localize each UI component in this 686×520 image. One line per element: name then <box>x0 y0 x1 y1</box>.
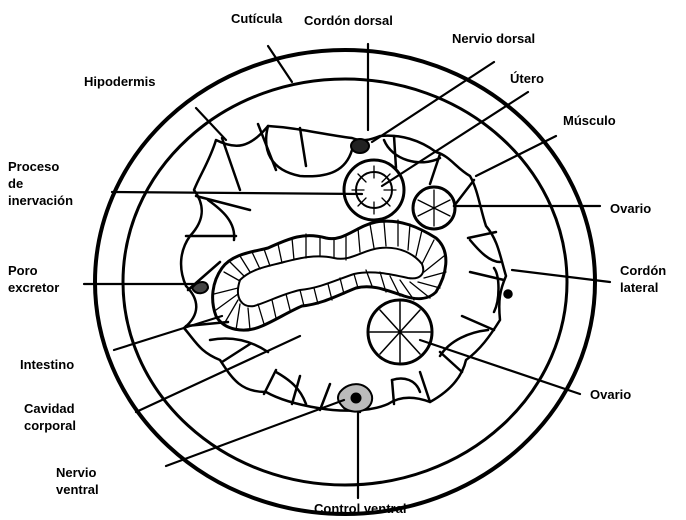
label-nervio-ventral-line-2: ventral <box>56 481 99 498</box>
dorsal-nerve <box>351 139 369 153</box>
label-cordon-lateral: Cordón lateral <box>620 262 666 296</box>
label-cordon-dorsal: Cordón dorsal <box>304 12 393 29</box>
label-cordon-lateral-line-1: Cordón <box>620 262 666 279</box>
leader-line-cuticula <box>268 46 292 82</box>
label-utero: Útero <box>510 70 544 87</box>
label-poro-excretor: Poro excretor <box>8 262 59 296</box>
ovary-lower-texture <box>370 302 430 362</box>
intestine-cell-striations <box>214 220 446 330</box>
muscle-partition <box>186 124 504 412</box>
label-nervio-ventral-line-1: Nervio <box>56 464 99 481</box>
muscle-cell-outline <box>440 330 488 356</box>
label-cordon-lateral-line-2: lateral <box>620 279 666 296</box>
ventral-nerve-cell <box>351 393 361 403</box>
label-cavidad-corporal: Cavidad corporal <box>24 400 76 434</box>
leader-line-nervio-dorsal <box>372 62 494 142</box>
label-cavidad-line-2: corporal <box>24 417 76 434</box>
label-musculo: Músculo <box>563 112 616 129</box>
lateral-cord-structure <box>494 268 499 312</box>
label-ovario-upper: Ovario <box>610 200 651 217</box>
label-nervio-ventral: Nervio ventral <box>56 464 99 498</box>
leader-line-cavidad <box>136 336 300 412</box>
uterus-texture <box>352 166 396 214</box>
label-cuticula: Cutícula <box>231 10 282 27</box>
muscle-cell-outline <box>266 126 352 176</box>
label-cavidad-line-1: Cavidad <box>24 400 76 417</box>
label-proceso-line-1: Proceso <box>8 158 73 175</box>
leader-line-nervio-ventral <box>166 400 344 466</box>
label-proceso-line-2: de <box>8 175 73 192</box>
label-poro-line-1: Poro <box>8 262 59 279</box>
label-intestino: Intestino <box>20 356 74 373</box>
intestine-outer <box>213 221 446 330</box>
label-proceso-de-inervacion: Proceso de inervación <box>8 158 73 209</box>
label-nervio-dorsal: Nervio dorsal <box>452 30 535 47</box>
cuticle-outer-ring <box>95 50 595 514</box>
label-hipodermis: Hipodermis <box>84 73 156 90</box>
muscle-cell-outline <box>392 379 420 393</box>
label-control-ventral: Control ventral <box>314 500 406 517</box>
leader-line-proceso <box>112 192 362 194</box>
label-poro-line-2: excretor <box>8 279 59 296</box>
label-ovario-lower: Ovario <box>590 386 631 403</box>
leader-line-musculo <box>476 136 556 176</box>
label-proceso-line-3: inervación <box>8 192 73 209</box>
ovary-upper-texture <box>418 190 450 226</box>
muscle-cell-outline <box>384 140 440 162</box>
hypodermis-ring <box>123 79 567 485</box>
lateral-cord-cell <box>504 290 512 298</box>
